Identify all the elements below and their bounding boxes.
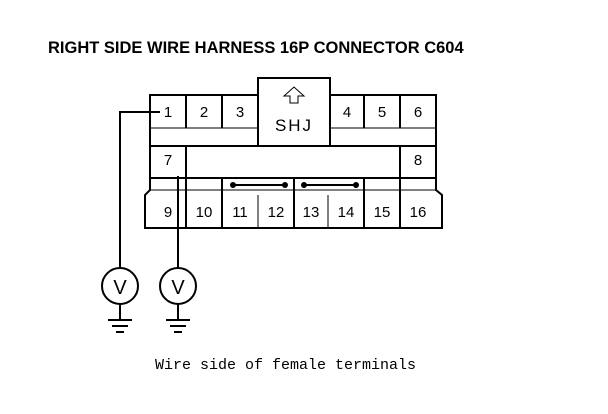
diagram-title: RIGHT SIDE WIRE HARNESS 16P CONNECTOR C6… <box>48 39 464 57</box>
top-row-grid <box>150 95 436 147</box>
diagram-caption: Wire side of female terminals <box>155 357 416 374</box>
shj-housing <box>257 77 331 147</box>
voltmeter-1: V <box>101 267 139 320</box>
pin-11: 11 <box>232 204 248 221</box>
jumper-11-12 <box>230 182 288 188</box>
pin-16: 16 <box>410 204 427 221</box>
arrow-up-icon <box>282 86 306 104</box>
pin-12: 12 <box>268 204 285 221</box>
voltmeter-2: V <box>159 267 197 320</box>
voltmeter-2-symbol: V <box>171 277 185 299</box>
pin-5: 5 <box>378 104 386 121</box>
pin-7: 7 <box>164 152 172 169</box>
pin-6: 6 <box>414 104 422 121</box>
pin-14: 14 <box>338 204 355 221</box>
pin-4: 4 <box>343 104 351 121</box>
pin-2: 2 <box>200 104 208 121</box>
pin-1: 1 <box>164 104 172 121</box>
pin-3: 3 <box>236 104 244 121</box>
probe-wire-pin-1 <box>119 111 160 268</box>
voltmeter-1-symbol: V <box>113 277 127 299</box>
ground-symbol-2 <box>166 319 190 333</box>
pin-8: 8 <box>414 152 422 169</box>
ground-symbol-1 <box>108 319 132 333</box>
pin-13: 13 <box>303 204 320 221</box>
pin-15: 15 <box>374 204 391 221</box>
shj-label: SHJ <box>275 116 313 135</box>
jumper-13-14 <box>301 182 359 188</box>
pin-10: 10 <box>196 204 213 221</box>
bottom-row-grid <box>185 178 401 228</box>
pin-9: 9 <box>164 204 172 221</box>
